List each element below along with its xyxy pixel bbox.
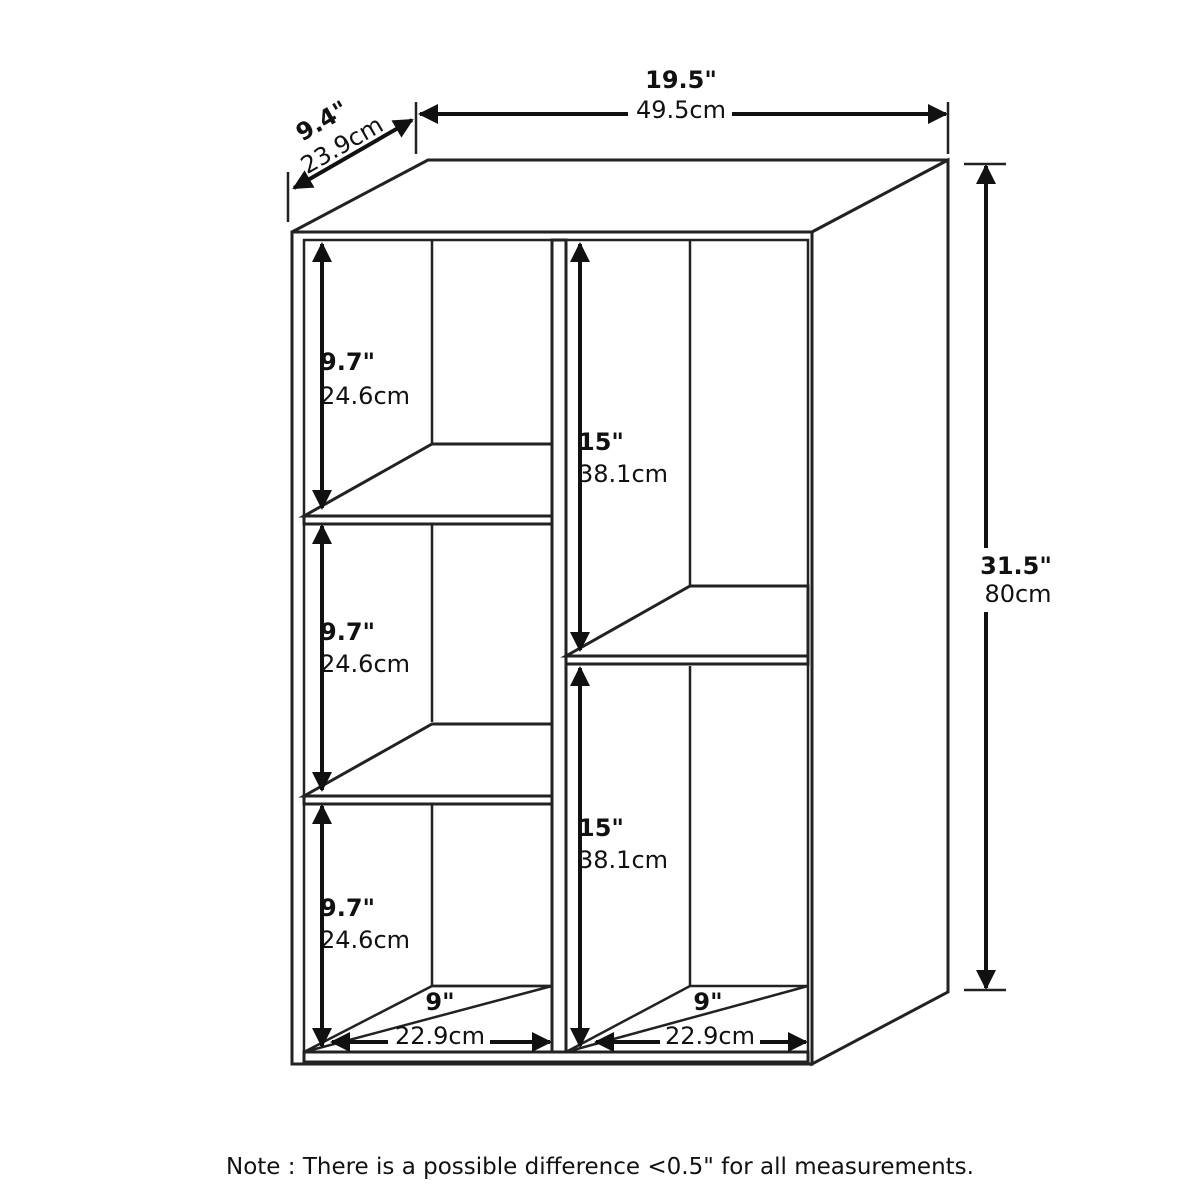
left-inner-width-cm-label: 22.9cm xyxy=(395,1022,485,1050)
left-cubby-1-inches-label: 9.7" xyxy=(320,348,375,376)
left-cubby-2-cm-label: 24.6cm xyxy=(320,650,410,678)
center-divider xyxy=(550,238,568,1054)
left-shelf-1-edge xyxy=(302,514,554,526)
right-side-panel xyxy=(810,157,950,1067)
left-cubby-1-cm-label: 24.6cm xyxy=(320,382,410,410)
left-shelf-2-edge xyxy=(302,794,554,806)
left-inner-width-inches-label: 9" xyxy=(425,988,454,1016)
right-shelf-edge xyxy=(564,654,810,666)
right-floor xyxy=(565,984,809,1054)
left-cubby-2-inches-label: 9.7" xyxy=(320,618,375,646)
left-cubby-3-inches-label: 9.7" xyxy=(320,894,375,922)
right-inner-width-inches-label: 9" xyxy=(693,988,722,1016)
height-cm-label: 80cm xyxy=(984,580,1051,608)
right-cubby-2-cm-label: 38.1cm xyxy=(578,846,668,874)
right-inner-width-cm-label: 22.9cm xyxy=(665,1022,755,1050)
right-cubby-1-cm-label: 38.1cm xyxy=(578,460,668,488)
right-cubby-2-inches-label: 15" xyxy=(578,814,624,842)
right-cubby-1-inches-label: 15" xyxy=(578,428,624,456)
depth-arrow xyxy=(292,118,414,190)
measurement-note: Note : There is a possible difference <0… xyxy=(226,1154,974,1180)
width-inches-label: 19.5" xyxy=(645,66,717,94)
width-cm-label: 49.5cm xyxy=(636,96,726,124)
dimension-arrows xyxy=(286,102,1006,1052)
height-inches-label: 31.5" xyxy=(980,552,1052,580)
bookcase-drawing xyxy=(290,157,950,1067)
left-cubby-3-cm-label: 24.6cm xyxy=(320,926,410,954)
bottom-plinth xyxy=(302,1050,810,1064)
